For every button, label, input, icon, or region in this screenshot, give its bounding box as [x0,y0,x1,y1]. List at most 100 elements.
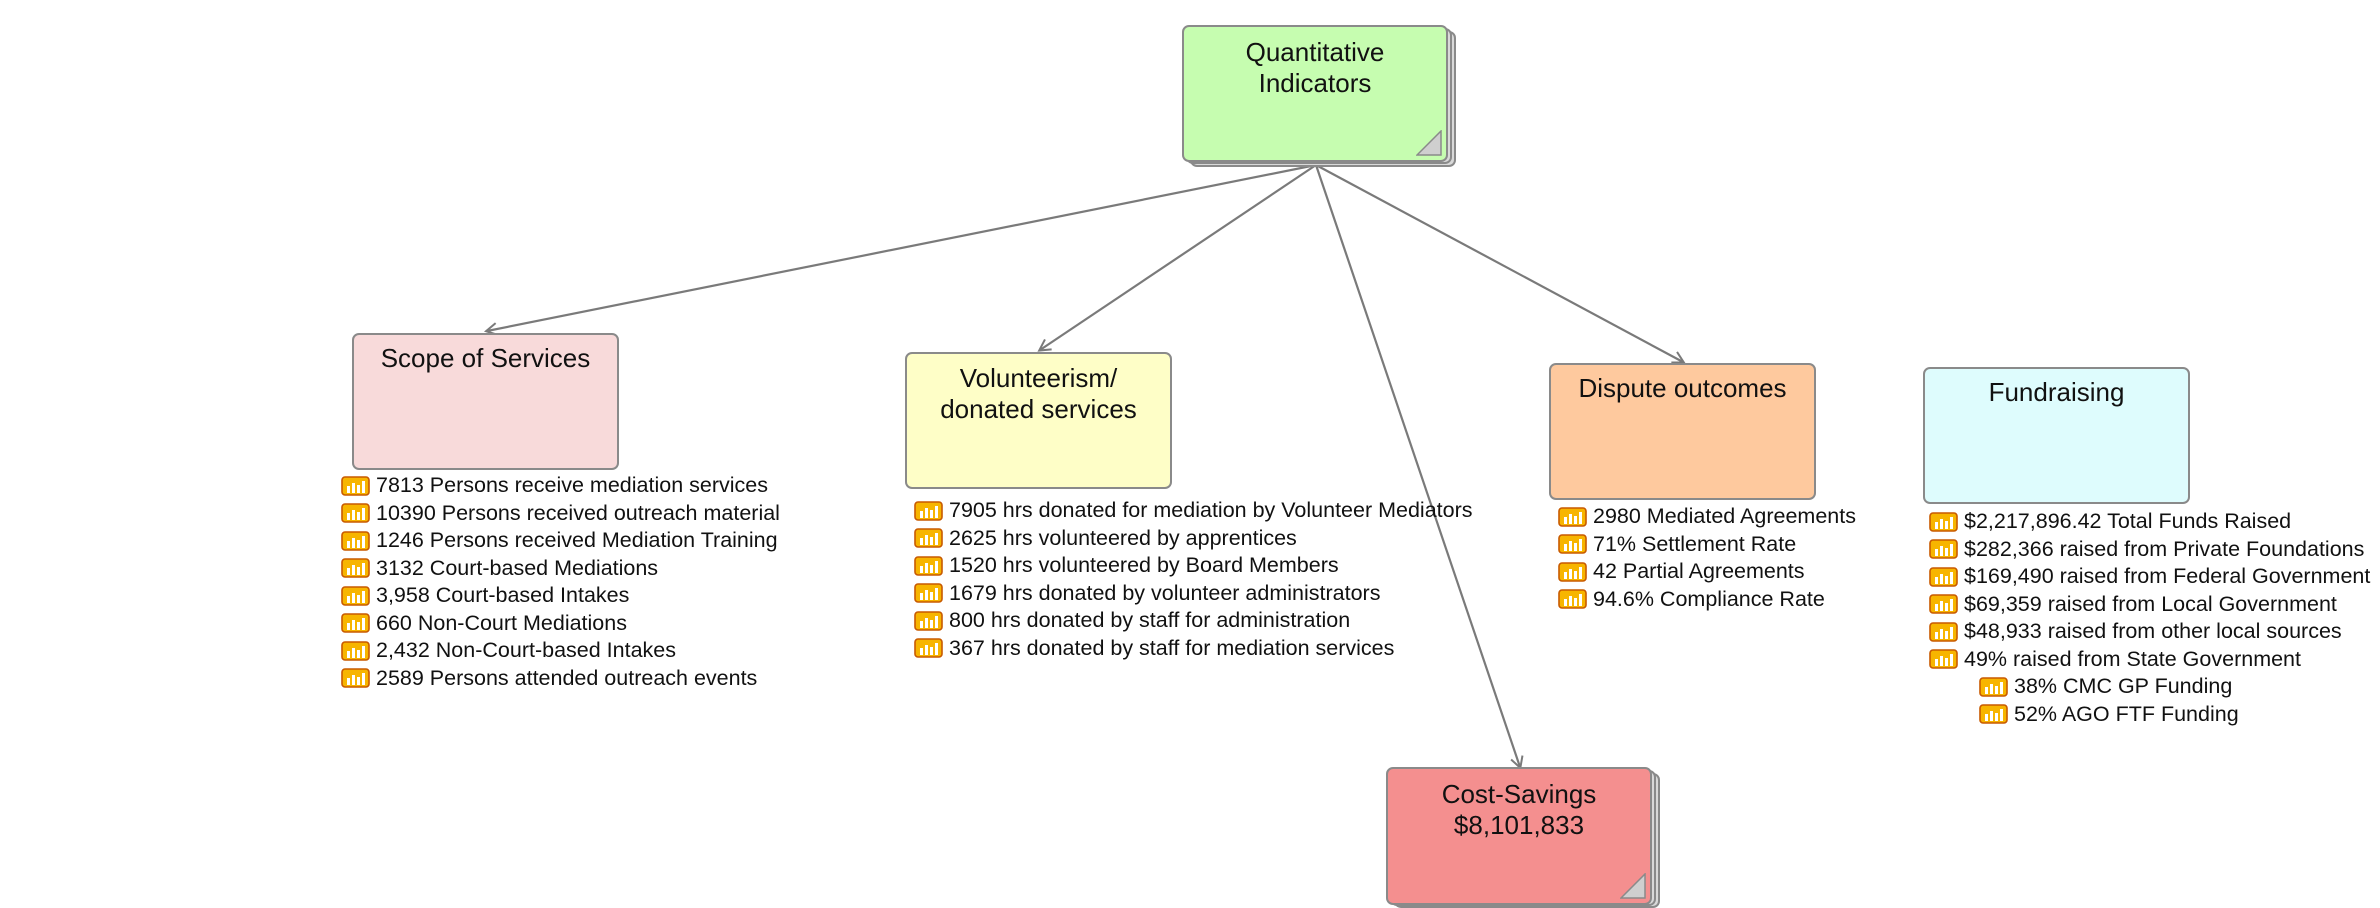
indicator-item: 42 Partial Agreements [1558,558,1856,586]
indicator-item: 52% AGO FTF Funding [1929,701,2370,729]
chart-note-icon [1929,621,1958,642]
volunteer-indicator-list: 7905 hrs donated for mediation by Volunt… [914,497,1473,662]
connector-root-to-dispute [1315,164,1683,362]
indicator-label: 2589 Persons attended outreach events [376,665,758,690]
indicator-item: 7813 Persons receive mediation services [341,472,780,500]
indicator-label: 1520 hrs volunteered by Board Members [949,553,1339,577]
indicator-item: 3132 Court-based Mediations [341,555,780,583]
fundraising-indicator-list: $2,217,896.42 Total Funds Raised $282,366… [1929,508,2370,728]
scope-indicator-list: 7813 Persons receive mediation services 1… [341,472,780,692]
chart-note-icon [341,530,370,551]
indicator-label: 42 Partial Agreements [1593,559,1805,583]
indicator-item: 10390 Persons received outreach material [341,500,780,528]
note-fold-icon [1416,130,1442,156]
indicator-label: $48,933 raised from other local sources [1964,619,2342,643]
indicator-item: 38% CMC GP Funding [1929,673,2370,701]
indicator-item: $69,359 raised from Local Government [1929,591,2370,619]
chart-note-icon [1558,534,1587,555]
chart-note-icon [341,475,370,496]
chart-note-icon [1929,649,1958,670]
node-title: Fundraising [1988,377,2125,407]
node-title: Scope of Services [380,343,591,373]
indicator-item: $2,217,896.42 Total Funds Raised [1929,508,2370,536]
root-node-title: Quantitative Indicators [1245,37,1385,98]
indicator-item: 2,432 Non-Court-based Intakes [341,637,780,665]
note-fold-icon [1620,873,1646,899]
chart-note-icon [914,583,943,604]
indicator-item: 800 hrs donated by staff for administrat… [914,607,1473,635]
root-node-quantitative-indicators[interactable]: Quantitative Indicators [1182,25,1448,162]
chart-note-icon [341,613,370,634]
indicator-item: 2589 Persons attended outreach events [341,665,780,693]
indicator-item: $48,933 raised from other local sources [1929,618,2370,646]
chart-note-icon [914,610,943,631]
indicator-item: 2625 hrs volunteered by apprentices [914,525,1473,553]
indicator-item: $282,366 raised from Private Foundations [1929,536,2370,564]
chart-note-icon [341,585,370,606]
dispute-indicator-list: 2980 Mediated Agreements 71% Settlement R… [1558,503,1856,613]
indicator-item: 1679 hrs donated by volunteer administra… [914,580,1473,608]
node-title: Volunteerism/ donated services [940,363,1137,424]
indicator-label: 3,958 Court-based Intakes [376,583,630,607]
indicator-item: $169,490 raised from Federal Government [1929,563,2370,591]
indicator-item: 1246 Persons received Mediation Training [341,527,780,555]
chart-note-icon [341,503,370,524]
chart-note-icon [1979,704,2008,725]
chart-note-icon [1929,511,1958,532]
indicator-label: 49% raised from State Government [1964,646,2301,671]
node-cost-savings[interactable]: Cost-Savings $8,101,833 [1386,767,1652,905]
indicator-item: 94.6% Compliance Rate [1558,586,1856,614]
indicator-label: 1679 hrs donated by volunteer administra… [949,580,1381,605]
chart-note-icon [341,668,370,689]
chart-note-icon [341,640,370,661]
indicator-item: 1520 hrs volunteered by Board Members [914,552,1473,580]
indicator-label: 10390 Persons received outreach material [376,500,780,525]
indicator-label: 7813 Persons receive mediation services [376,473,768,497]
chart-note-icon [914,638,943,659]
indicator-label: 367 hrs donated by staff for mediation s… [949,635,1395,660]
chart-note-icon [1558,561,1587,582]
node-volunteerism[interactable]: Volunteerism/ donated services [905,352,1172,489]
indicator-label: 38% CMC GP Funding [2014,674,2233,698]
node-title: Cost-Savings $8,101,833 [1441,779,1597,840]
indicator-label: 1246 Persons received Mediation Training [376,528,778,552]
node-dispute-outcomes[interactable]: Dispute outcomes [1549,363,1816,500]
indicator-label: 3132 Court-based Mediations [376,555,659,580]
chart-note-icon [1929,566,1958,587]
indicator-item: 71% Settlement Rate [1558,531,1856,559]
indicator-label: $69,359 raised from Local Government [1964,591,2337,616]
indicator-label: 7905 hrs donated for mediation by Volunt… [949,498,1473,522]
indicator-label: $282,366 raised from Private Foundations [1964,536,2365,561]
chart-note-icon [1558,589,1587,610]
indicator-label: 94.6% Compliance Rate [1593,586,1825,611]
connector-root-to-cost [1314,164,1520,767]
indicator-item: 3,958 Court-based Intakes [341,582,780,610]
indicator-label: 800 hrs donated by staff for administrat… [949,608,1351,632]
indicator-item: 7905 hrs donated for mediation by Volunt… [914,497,1473,525]
indicator-item: 49% raised from State Government [1929,646,2370,674]
chart-note-icon [1929,594,1958,615]
chart-note-icon [914,555,943,576]
chart-note-icon [1558,506,1587,527]
node-fundraising[interactable]: Fundraising [1923,367,2190,504]
indicator-label: 2625 hrs volunteered by apprentices [949,525,1297,550]
chart-note-icon [341,558,370,579]
connector-root-to-scope [487,163,1317,331]
indicator-label: 71% Settlement Rate [1593,531,1797,556]
chart-note-icon [1979,676,2008,697]
connector-root-to-volunteer [1040,164,1317,350]
indicator-label: 2980 Mediated Agreements [1593,504,1856,528]
indicator-item: 367 hrs donated by staff for mediation s… [914,635,1473,663]
chart-note-icon [914,500,943,521]
node-scope-of-services[interactable]: Scope of Services [352,333,619,470]
node-title: Dispute outcomes [1578,373,1787,403]
indicator-label: 2,432 Non-Court-based Intakes [376,638,676,662]
indicator-label: $2,217,896.42 Total Funds Raised [1964,509,2292,533]
indicator-item: 2980 Mediated Agreements [1558,503,1856,531]
chart-note-icon [914,528,943,549]
indicator-item: 660 Non-Court Mediations [341,610,780,638]
indicator-label: $169,490 raised from Federal Government [1964,564,2371,588]
chart-note-icon [1929,539,1958,560]
indicator-label: 52% AGO FTF Funding [2014,701,2239,726]
